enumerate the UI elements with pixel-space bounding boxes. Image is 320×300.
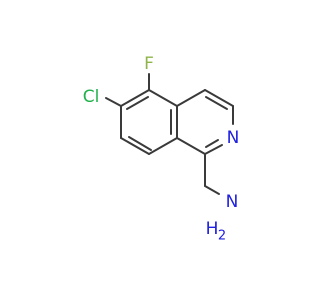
bond-c4a-c4	[176, 89, 206, 107]
atom-label-amine-nitrogen: N	[226, 192, 239, 212]
atom-label-ring-nitrogen: N	[227, 128, 240, 148]
molecule-structure-diagram: F Cl N N H 2	[83, 54, 240, 244]
bond-c5-c6-inner	[126, 96, 149, 110]
atom-label-chlorine: Cl	[83, 87, 100, 107]
bond-c4a-c5	[148, 89, 178, 107]
bond-layer	[105, 73, 234, 195]
atom-label-layer: F Cl N N H 2	[83, 54, 240, 244]
bond-c7-c8	[120, 137, 150, 155]
bond-c4-c3	[204, 89, 234, 107]
bond-ch2-n	[204, 185, 220, 195]
atom-label-fluorine: F	[144, 54, 154, 74]
bond-c7-c8-inner	[128, 136, 152, 151]
bond-c4-c3-inner	[205, 96, 228, 110]
bond-c8-c8a	[148, 137, 178, 155]
bond-n2-c1	[204, 144, 223, 155]
bond-n2-c1-inner	[205, 139, 219, 148]
bond-c1-c8a	[176, 137, 206, 155]
atom-label-amine-hydrogen-count: 2	[218, 229, 226, 244]
bond-c5-c6	[120, 89, 150, 107]
atom-label-amine-hydrogen: H	[206, 219, 219, 239]
bond-c6-cl	[105, 97, 122, 107]
